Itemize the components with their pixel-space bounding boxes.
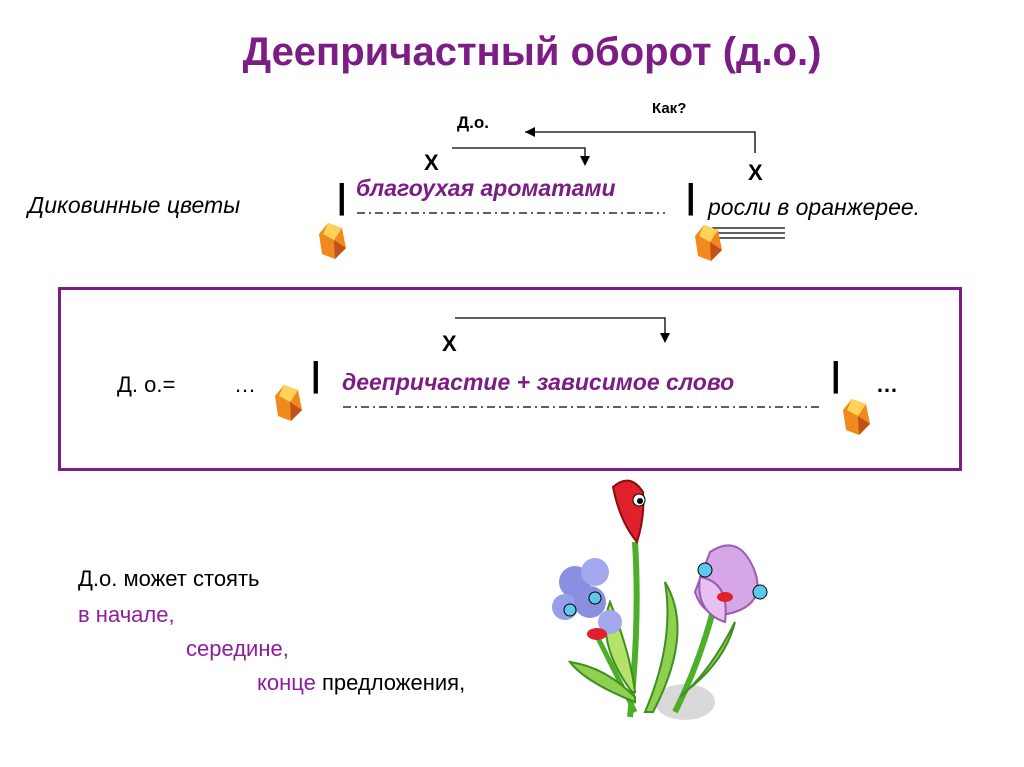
formula-x-mark: Х <box>442 331 457 356</box>
formula-right-separator: | <box>831 356 841 394</box>
formula-arrows <box>343 317 822 408</box>
position-note-rest: предложения, <box>321 670 466 695</box>
position-note-end: конце <box>257 670 316 695</box>
formula-ellipsis-right: … <box>876 372 898 397</box>
question-label: Как? <box>652 100 687 117</box>
right-separator: | <box>686 178 696 216</box>
flowers-illustration <box>552 479 768 720</box>
formula-label: Д. о.= <box>117 372 176 397</box>
verb-x-mark: Х <box>748 160 763 185</box>
participle-phrase: благоухая ароматами <box>356 175 616 201</box>
formula-left-separator: | <box>311 356 321 394</box>
formula-content: деепричастие + зависимое слово <box>342 369 735 395</box>
position-note-end-line: конце предложения, <box>257 670 465 696</box>
comma-gem-icon <box>275 385 302 421</box>
page-title: Деепричастный оборот (д.о.) <box>242 30 822 74</box>
left-separator: | <box>337 178 347 216</box>
comma-gem-icon <box>319 223 346 259</box>
predicate-x-mark: Х <box>424 150 439 175</box>
position-note-start: в начале, <box>78 602 175 627</box>
sentence-start: Диковинные цветы <box>28 192 241 218</box>
sentence-end: росли в оранжерее. <box>708 194 921 220</box>
formula-frame <box>58 287 962 471</box>
position-note-middle: середине, <box>186 636 289 661</box>
do-label: Д.о. <box>457 113 489 132</box>
position-note-line1: Д.о. может стоять <box>78 566 260 591</box>
comma-gem-icon <box>843 399 870 435</box>
comma-gem-icon <box>695 225 722 261</box>
formula-ellipsis-left: … <box>234 372 256 397</box>
diagram-arrows <box>357 127 785 239</box>
